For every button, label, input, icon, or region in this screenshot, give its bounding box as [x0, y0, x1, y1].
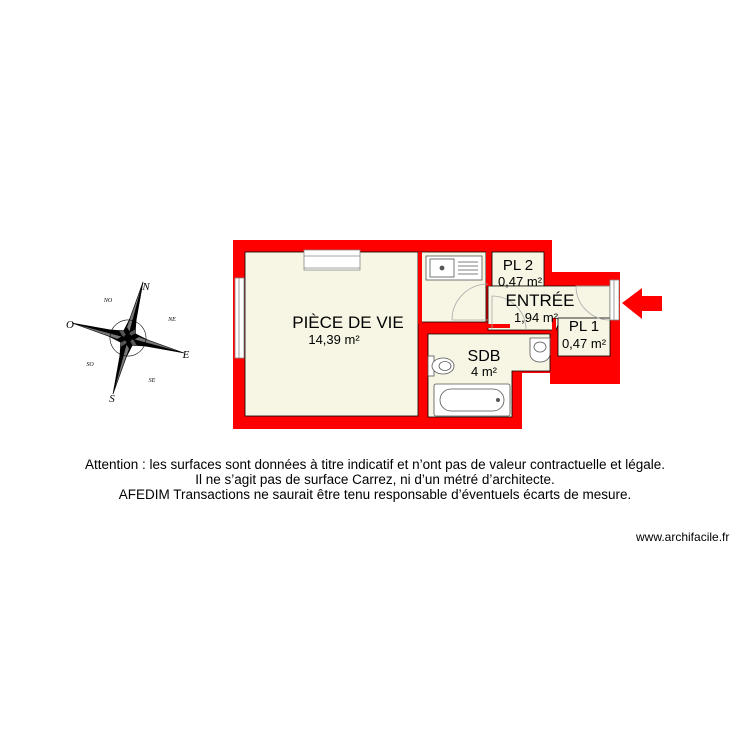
window-left: [234, 277, 245, 359]
doors: [451, 283, 611, 331]
compass-labels: N S E O NE NO SE SO: [66, 281, 190, 405]
floor-pl2: [491, 251, 545, 287]
compass-nw-label: NO: [103, 298, 113, 304]
watermark: www.archifacile.fr: [636, 530, 730, 544]
room-area-sdb: 4 m²: [471, 364, 498, 379]
room-name-pl1: PL 1: [569, 318, 599, 335]
compass-north-label: N: [141, 281, 150, 293]
compass-sw-label: SO: [86, 362, 94, 368]
washbasin: [529, 337, 551, 363]
room-area-piece-de-vie: 14,39 m²: [308, 332, 360, 347]
door-entree-front: [575, 285, 611, 321]
room-name-entree: ENTRÉE: [506, 291, 575, 310]
room-area-entree: 1,94 m²: [514, 310, 559, 325]
windows: [234, 249, 620, 359]
disclaimer-line-2: Il ne s’agit pas de surface Carrez, ni d…: [195, 472, 555, 487]
compass-east-label: E: [182, 349, 190, 361]
window-top: [303, 249, 361, 271]
disclaimer-line-1: Attention : les surfaces sont données à …: [84, 457, 666, 472]
compass-south-label: S: [109, 393, 115, 405]
room-name-sdb: SDB: [468, 348, 501, 365]
compass-ne-label: NE: [167, 317, 176, 323]
entry-arrow-icon: [622, 288, 662, 319]
door-living-entree: [451, 283, 489, 321]
compass-se-label: SE: [149, 378, 156, 384]
door-entree-sdb: [491, 295, 527, 331]
room-name-piece-de-vie: PIÈCE DE VIE: [292, 313, 403, 332]
room-name-pl2: PL 2: [503, 257, 533, 274]
partitions: [418, 252, 556, 360]
window-right-entree: [609, 279, 620, 321]
kitchen-sink: [425, 255, 483, 281]
room-area-pl1: 0,47 m²: [562, 336, 607, 351]
compass-rose-icon: [71, 281, 185, 395]
toilet: [427, 355, 455, 377]
room-area-pl2: 0,47 m²: [498, 274, 543, 289]
disclaimer-line-3: AFEDIM Transactions ne saurait être tenu…: [118, 487, 632, 502]
compass-west-label: O: [66, 319, 74, 331]
floor-pl1: [557, 317, 611, 357]
bathtub: [433, 383, 511, 417]
